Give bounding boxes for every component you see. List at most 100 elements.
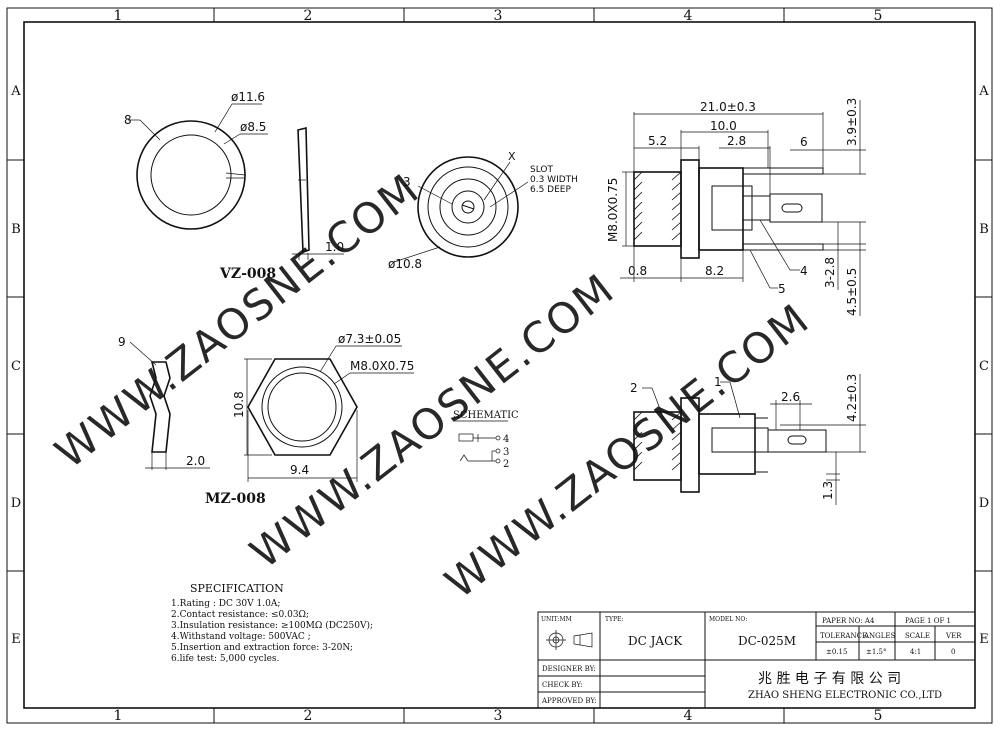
bottom-body: [698, 413, 756, 475]
schematic-title: SCHEMATIC: [453, 410, 519, 421]
vz-008-label: VZ-008: [219, 266, 276, 282]
col-label-bottom: 1: [114, 708, 123, 724]
inner-frame: [23, 21, 976, 709]
dim-pin-offset: 4.5±0.5: [845, 268, 859, 316]
row-label-right: A: [978, 84, 989, 99]
flange: [680, 159, 700, 259]
part-number-5: 5: [778, 282, 786, 296]
washer-inner-circle: [150, 134, 232, 216]
spec-line-3: 3.Insulation resistance: ≥100MΩ (DC250V)…: [171, 620, 373, 631]
bottom-view: 2 1 2.6 4.2±0.3 1.3: [630, 374, 866, 505]
approved-label: APPROVED BY:: [541, 697, 597, 705]
dim-bottom-pin-thickness: 1.3: [821, 481, 835, 500]
dim-bottom-pin-width: 2.6: [781, 390, 800, 404]
company-name-chinese: 兆 胜 电 子 有 限 公 司: [758, 671, 901, 687]
paper-size: PAPER NO: A4: [822, 617, 875, 625]
dim-pin-height: 3.9±0.3: [845, 98, 859, 146]
dim-thread: M8.0X0.75: [606, 178, 620, 242]
row-label-right: D: [979, 496, 989, 511]
col-label-bottom: 3: [494, 708, 503, 724]
col-label-bottom: 5: [874, 708, 883, 724]
slot-note-2: 0.3 WIDTH: [530, 175, 578, 185]
spec-line-2: 2.Contact resistance: ≤0.03Ω;: [171, 610, 309, 620]
spec-line-1: 1.Rating : DC 30V 1.0A;: [171, 599, 280, 609]
nut-thread-circle: [261, 366, 343, 448]
title-block: UNIT:MM TYPE: DC JACK MODEL NO: DC-025M …: [537, 611, 976, 709]
pin-circle: [461, 200, 475, 214]
body: [698, 167, 744, 251]
part-number-9: 9: [118, 335, 126, 349]
model-label: MODEL NO:: [709, 616, 747, 623]
part-number-8: 8: [124, 113, 132, 127]
spec-line-5: 5.Insertion and extraction force: 3-20N;: [171, 643, 353, 653]
row-label-right: B: [979, 222, 989, 237]
grid-ticks: [7, 8, 992, 723]
dim-flange-dia: ø10.8: [388, 257, 422, 271]
angles-value: ±1.5°: [866, 648, 887, 656]
slot-note-1: SLOT: [530, 165, 553, 175]
spec-title: SPECIFICATION: [190, 582, 284, 595]
row-label-left: D: [11, 496, 21, 511]
schematic-pin-3: 3: [503, 447, 509, 458]
spec-line-4: 4.Withstand voltage: 500VAC ;: [171, 632, 311, 642]
column-labels: 1 2 3 4 5 1 2 3 4 5: [114, 8, 883, 724]
dim-nut-height: 10.8: [232, 391, 246, 418]
check-label: CHECK BY:: [542, 681, 583, 689]
vz-008-view: 8 ø11.6 ø8.5 1.0 VZ-008: [124, 90, 344, 282]
dim-nut-length: 5.2: [648, 134, 667, 148]
bottom-pin-slot: [787, 435, 807, 445]
dim-flange-thickness: 0.8: [628, 264, 647, 278]
dim-pin-gap: 3-2.8: [823, 257, 837, 288]
mz-008-label: MZ-008: [205, 491, 266, 507]
schematic-pin-2: 2: [503, 459, 509, 470]
bore-circle: [451, 190, 485, 224]
dim-overall-length: 21.0±0.3: [700, 100, 756, 114]
row-label-left: A: [10, 84, 21, 99]
designer-label: DESIGNER BY:: [542, 665, 596, 673]
page-count: PAGE 1 OF 1: [905, 617, 951, 625]
col-label-top: 5: [874, 8, 883, 24]
washer-side-profile: [297, 126, 310, 254]
row-label-left: B: [11, 222, 21, 237]
pin-center: [769, 193, 823, 223]
angles-header: ANGLES: [863, 632, 896, 640]
company-name-english: ZHAO SHENG ELECTRONIC CO.,LTD: [748, 690, 942, 701]
watermark-1: WWW.ZAOSNE.COM: [46, 164, 429, 478]
specification: SPECIFICATION 1.Rating : DC 30V 1.0A; 2.…: [171, 582, 373, 664]
pin-top: [742, 167, 824, 175]
pin-bottom: [742, 243, 824, 251]
tolerance-header: TOLERANCE: [820, 632, 867, 640]
row-labels: A B C D E A B C D E: [10, 84, 989, 647]
dim-nut-thickness: 2.0: [186, 454, 205, 468]
nut-bore-circle: [267, 372, 337, 442]
flange-ring-circle: [427, 166, 509, 248]
type-value: DC JACK: [628, 634, 683, 648]
model-value: DC-025M: [738, 634, 796, 648]
type-label: TYPE:: [605, 616, 623, 623]
spec-line-6: 6.life test: 5,000 cycles.: [171, 654, 280, 664]
part-number-2: 2: [630, 381, 638, 395]
col-label-top: 2: [304, 8, 313, 24]
washer-outer-circle: [136, 120, 246, 230]
side-view: 21.0±0.3 10.0 5.2 2.8 3.9±0.3 6 M8.0X0.7…: [606, 98, 866, 316]
row-label-left: E: [11, 632, 21, 647]
dim-body-length: 10.0: [710, 119, 737, 133]
dim-washer-outer: ø11.6: [231, 90, 265, 104]
dim-washer-inner: ø8.5: [240, 120, 266, 134]
col-label-top: 1: [114, 8, 123, 24]
part-number-6: 6: [800, 135, 808, 149]
slot-note-3: 6.5 DEEP: [530, 185, 571, 195]
tolerance-value: ±0.15: [826, 648, 847, 656]
dim-nut-bore: ø7.3±0.05: [338, 332, 401, 346]
scale-value: 4:1: [910, 648, 921, 656]
col-label-top: 4: [684, 8, 693, 24]
dim-nut-width: 9.4: [290, 463, 309, 477]
barrel-circle: [439, 178, 497, 236]
schematic-pin-4: 4: [503, 434, 509, 445]
ver-value: 0: [951, 648, 955, 656]
pin-slot: [781, 203, 803, 213]
part-number-1: 1: [714, 375, 722, 389]
part-number-3: 3: [403, 175, 411, 189]
scale-header: SCALE: [905, 632, 930, 640]
